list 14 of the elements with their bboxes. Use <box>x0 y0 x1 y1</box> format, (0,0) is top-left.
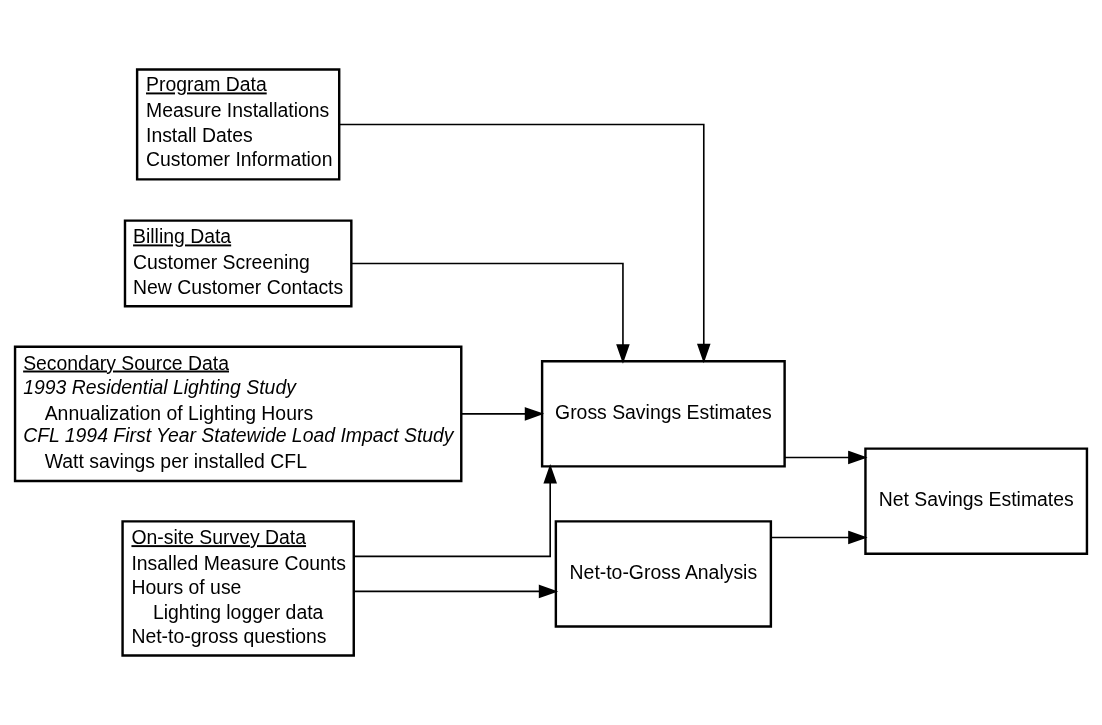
node-box: Net Savings Estimates <box>864 447 1089 555</box>
arrow <box>770 530 868 545</box>
node-box: Gross Savings Estimates <box>540 360 786 468</box>
node-box: Billing Data Customer Screening New Customer Contacts <box>123 219 353 308</box>
arrow <box>338 123 711 364</box>
node-box: Net-to-Gross Analysis <box>554 520 773 628</box>
arrow <box>460 407 545 421</box>
node-box: Secondary Source Data 1993 Residential Lighting Study Annualization of Lighting Hours CFL 1994 First Year Statewide Load Impact Study Watt savings per installed CFL <box>13 345 463 483</box>
node-box: On-site Survey Data Insalled Measure Counts Hours of use Lighting logger data Net-to-gross questions <box>121 520 355 657</box>
arrow <box>783 450 868 465</box>
arrow <box>353 464 557 558</box>
arrow <box>350 262 630 364</box>
node-box: Program Data Measure Installations Install Dates Customer Information <box>135 68 341 181</box>
arrow <box>353 584 559 599</box>
